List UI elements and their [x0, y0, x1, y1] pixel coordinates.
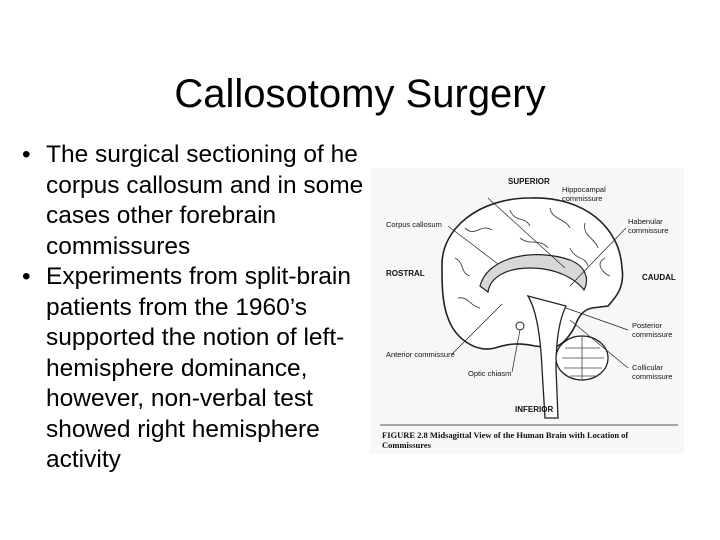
- label-optic-chiasm: Optic chiasm: [468, 369, 511, 378]
- direction-superior: SUPERIOR: [508, 177, 550, 186]
- bullet-dot: •: [22, 141, 31, 168]
- bullet-item: • Experiments from split-brain patients …: [22, 262, 382, 476]
- brainstem-shape: [526, 294, 567, 419]
- brain-diagram: SUPERIOR INFERIOR ROSTRAL CAUDAL Corpus …: [380, 177, 678, 450]
- direction-inferior: INFERIOR: [515, 405, 553, 414]
- corpus-callosum-shape: [479, 254, 588, 294]
- label-habenular-2: commissure: [628, 226, 668, 235]
- label-corpus-callosum: Corpus callosum: [386, 220, 442, 229]
- brain-outline: [441, 197, 624, 350]
- label-posterior-2: commissure: [632, 330, 672, 339]
- brain-figure: SUPERIOR INFERIOR ROSTRAL CAUDAL Corpus …: [370, 168, 684, 454]
- direction-caudal: CAUDAL: [642, 273, 676, 282]
- bullet-dot: •: [22, 263, 31, 290]
- label-hippocampal-1: Hippocampal: [562, 185, 606, 194]
- direction-rostral: ROSTRAL: [386, 269, 425, 278]
- label-posterior-1: Posterior: [632, 321, 663, 330]
- figure-caption-line2: Commissures: [382, 440, 432, 450]
- figure-caption-line1: FIGURE 2.8 Midsagittal View of the Human…: [382, 430, 628, 440]
- bullet-item: • The surgical sectioning of he corpus c…: [22, 140, 382, 262]
- label-collicular-2: commissure: [632, 372, 672, 381]
- bullet-text: Experiments from split-brain patients fr…: [46, 263, 351, 473]
- optic-chiasm-shape: [515, 321, 525, 331]
- label-hippocampal-2: commissure: [562, 194, 602, 203]
- bullet-text: The surgical sectioning of he corpus cal…: [46, 141, 364, 260]
- pointer-lines: [447, 197, 629, 373]
- label-collicular-1: Collicular: [632, 363, 663, 372]
- label-habenular-1: Habenular: [628, 217, 663, 226]
- cortex-folds: [454, 207, 611, 309]
- slide-title: Callosotomy Surgery: [174, 72, 546, 116]
- cerebellum-folds: [562, 336, 604, 380]
- label-anterior-commissure: Anterior commissure: [386, 350, 455, 359]
- bullet-list: • The surgical sectioning of he corpus c…: [22, 140, 382, 476]
